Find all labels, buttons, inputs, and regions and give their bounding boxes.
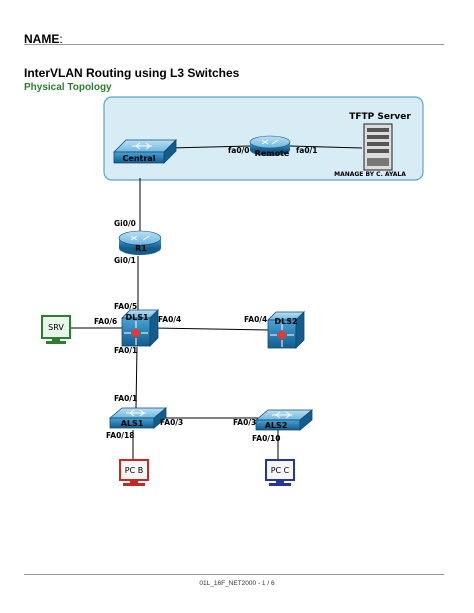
central-label: Central (123, 154, 156, 163)
links (68, 145, 363, 462)
srv-label: SRV (48, 323, 64, 332)
tftp-server-icon[interactable] (363, 123, 393, 171)
als2-fa010-port: FA0/10 (252, 434, 280, 443)
dls1-fa05-port: FA0/5 (114, 302, 137, 311)
remote-fa00-port: fa0/0 (228, 146, 250, 155)
dls1-fa01-port: FA0/1 (114, 346, 137, 355)
remote-label: Remote (255, 149, 290, 158)
als1-fa03-port: FA0/3 (160, 418, 183, 427)
als2-switch-icon[interactable] (254, 409, 314, 431)
als1-fa018-port: FA0/18 (106, 431, 134, 440)
footer-rule (24, 574, 444, 575)
dls1-switch-icon[interactable] (121, 309, 159, 347)
als1-label: ALS1 (121, 419, 144, 428)
dls1-label: DLS1 (125, 313, 149, 322)
als1-fa01-port: FA0/1 (114, 394, 137, 403)
manage-note: MANAGE BY C. AYALA (334, 171, 406, 178)
link-remote-tftp (289, 145, 363, 149)
name-label: NAME (24, 32, 60, 46)
name-field: NAME: (24, 30, 444, 46)
srv-monitor-icon[interactable] (41, 315, 71, 344)
pc-b-monitor-icon[interactable] (119, 459, 149, 486)
section-heading: Physical Topology (24, 82, 112, 93)
als2-fa03-port: FA0/3 (233, 418, 256, 427)
tftp-server-title: TFTP Server (349, 112, 411, 122)
name-colon: : (59, 32, 63, 46)
dls2-switch-icon[interactable] (267, 311, 305, 349)
document-title: InterVLAN Routing using L3 Switches (24, 66, 240, 80)
header-rule (24, 44, 444, 45)
pc-c-label: PC C (271, 466, 290, 475)
page-footer: 01L_16F_NET2000 - 1 / 6 (199, 580, 275, 587)
als2-label: ALS2 (265, 421, 288, 430)
r1-gi01-port: Gi0/1 (114, 256, 136, 265)
remote-router-icon[interactable] (249, 135, 291, 156)
remote-fa01-port: fa0/1 (296, 146, 318, 155)
r1-label: R1 (135, 244, 147, 253)
r1-router-icon[interactable] (118, 230, 162, 255)
dls2-fa04-port: FA0/4 (244, 315, 267, 324)
dls1-fa04-port: FA0/4 (158, 315, 181, 324)
dls2-label: DLS2 (274, 317, 297, 326)
dls1-fa06-port: FA0/6 (94, 317, 117, 326)
link-dls1-als1 (135, 346, 138, 409)
pc-c-monitor-icon[interactable] (265, 459, 295, 486)
r1-gi00-port: Gi0/0 (114, 219, 136, 228)
als1-switch-icon[interactable] (108, 407, 168, 429)
pc-b-label: PC B (125, 466, 143, 475)
link-central-remote (169, 145, 251, 149)
link-dls1-dls2 (153, 327, 271, 331)
central-switch-icon[interactable] (113, 139, 177, 164)
